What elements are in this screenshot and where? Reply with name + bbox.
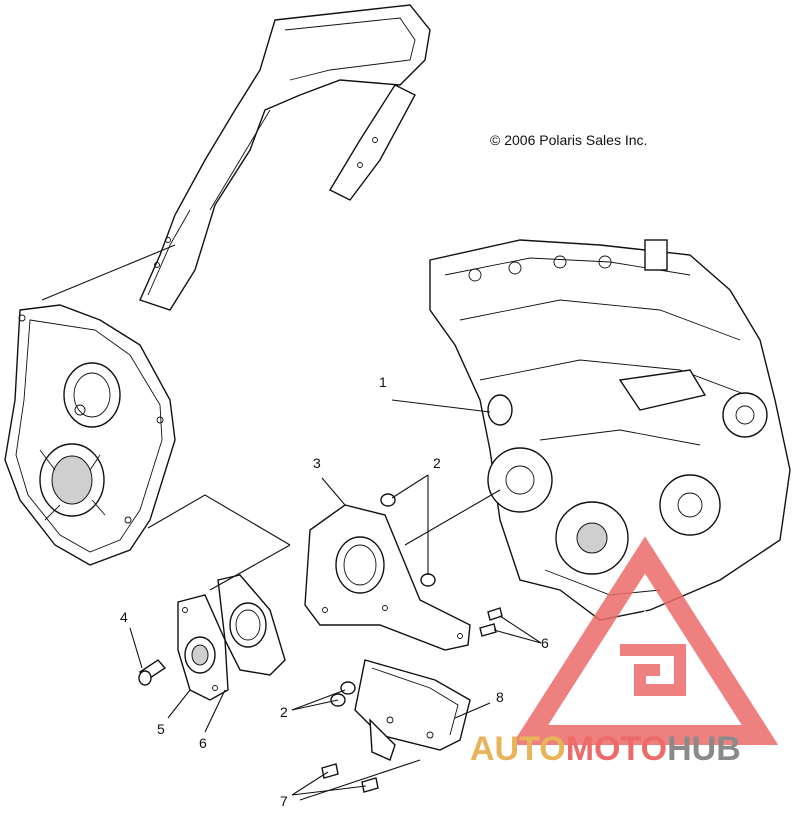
- callout-6-right: 6: [541, 635, 549, 651]
- callout-3: 3: [313, 455, 321, 471]
- mount-bracket: [354, 659, 471, 761]
- callout-6-lower: 6: [199, 735, 207, 751]
- wm-moto: MOTO: [566, 730, 667, 768]
- automotohub-logo: [511, 536, 779, 745]
- gasket-plate: [217, 574, 286, 676]
- adapter-plate: [304, 504, 471, 651]
- callout-1: 1: [379, 374, 387, 390]
- bolts-right: [479, 607, 503, 637]
- callout-2-lower: 2: [280, 704, 288, 720]
- wm-auto: AUTO: [470, 730, 566, 768]
- frame-tube-assembly: [139, 4, 431, 311]
- clutch-cover-housing: [4, 304, 176, 566]
- callout-5: 5: [157, 721, 165, 737]
- bolt-4: [138, 659, 167, 686]
- engine-assembly: [429, 239, 791, 621]
- callout-7: 7: [280, 793, 288, 809]
- callout-8: 8: [496, 689, 504, 705]
- copyright-notice: © 2006 Polaris Sales Inc.: [490, 132, 648, 148]
- watermark-text: AUTOMOTOHUB: [470, 730, 741, 768]
- callout-2-upper: 2: [433, 455, 441, 471]
- nut-upper: [380, 493, 436, 587]
- wm-hub: HUB: [667, 730, 741, 768]
- bearing-flange: [177, 594, 229, 701]
- callout-labels: 1 2 2 3 4 5 6 6 7 8: [120, 374, 549, 809]
- nuts-lower: [330, 681, 356, 707]
- callout-4: 4: [120, 609, 128, 625]
- leader-lines: [41, 244, 542, 801]
